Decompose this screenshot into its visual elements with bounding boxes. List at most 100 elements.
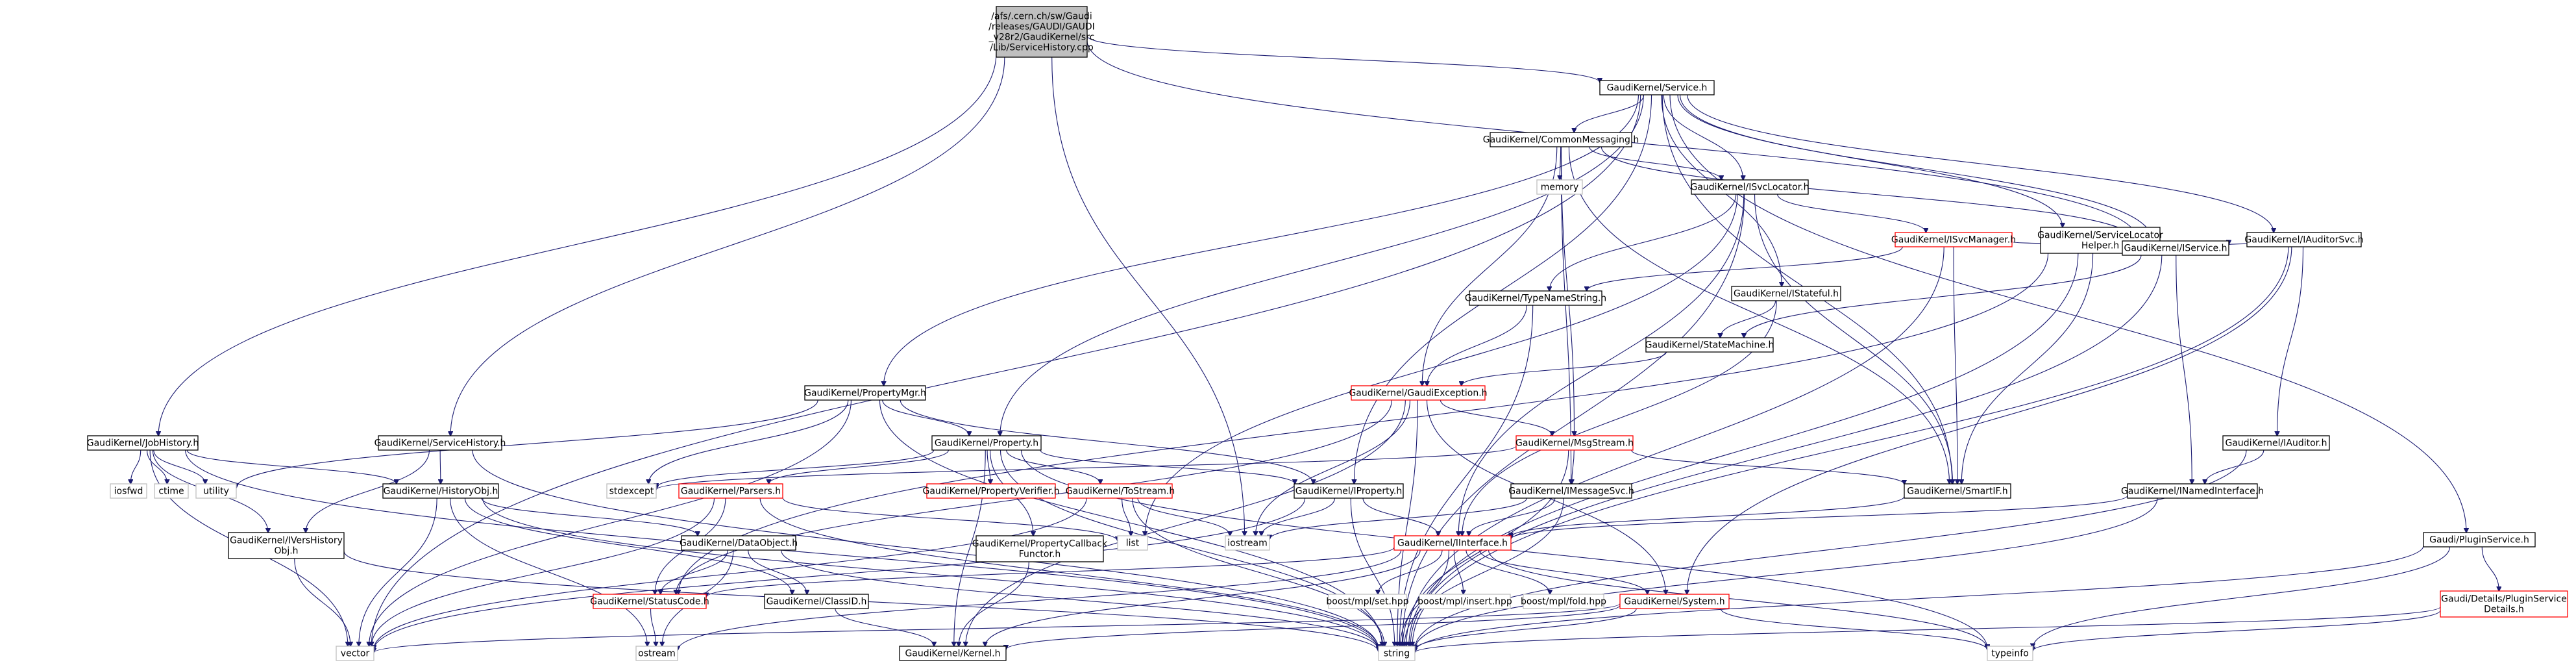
node-jobhistory-h[interactable]: GaudiKernel/JobHistory.h (87, 435, 199, 451)
node-pluginservice-h[interactable]: Gaudi/PluginService.h (2423, 532, 2536, 547)
edge-system_h-to-kernel_h (1006, 605, 1621, 649)
node-box (87, 435, 199, 451)
node-label: stdexcept (609, 486, 654, 496)
edge-historyobj_h-to-dataobject_h (481, 497, 698, 536)
edge-dataobject_h-to-statuscode_h (661, 549, 728, 594)
node-iauditorsvc-h[interactable]: GaudiKernel/IAuditorSvc.h (2244, 232, 2364, 247)
node-commonmessaging-h[interactable]: GaudiKernel/CommonMessaging.h (1483, 132, 1639, 147)
node-ctime: ctime (154, 483, 189, 499)
node-box (606, 483, 657, 499)
node-service-h[interactable]: GaudiKernel/Service.h (1599, 80, 1715, 95)
edge-parsers_h-to-list (782, 497, 1118, 541)
node-box (195, 483, 237, 499)
node-label: Obj.h (274, 546, 298, 556)
node-label: GaudiKernel/ISvcManager.h (1891, 234, 2016, 245)
node-propertymgr-h[interactable]: GaudiKernel/PropertyMgr.h (804, 385, 926, 401)
edge-gaudiexception_h-to-kernel_h (966, 399, 1406, 646)
node-isvclocator-h[interactable]: GaudiKernel/ISvcLocator.h (1690, 179, 1809, 195)
node-parsers-h[interactable]: GaudiKernel/Parsers.h (678, 483, 783, 499)
node-statemachine-h[interactable]: GaudiKernel/StateMachine.h (1645, 337, 1774, 353)
edge-iauditorsvc_h-to-iservice_h (2229, 244, 2248, 245)
edge-historyobj_h-to-vector (359, 497, 437, 646)
edge-iinterface_h-to-boost_fold (1466, 549, 1550, 594)
node-stdexcept: stdexcept (606, 483, 657, 499)
node-box (2440, 590, 2568, 618)
node-box (1393, 535, 1512, 551)
node-inamedinterface-h[interactable]: GaudiKernel/INamedInterface.h (2121, 483, 2264, 499)
node-label: string (1384, 648, 1410, 659)
edge-servicelocatorhelper_h-to-string (1409, 253, 2079, 646)
node-vector: vector (336, 646, 374, 661)
edge-service_h-to-servicelocatorhelper_h (1677, 94, 2063, 227)
edge-root-to-servicehistory_h (450, 57, 1005, 436)
edge-statuscode_h-to-ostream (650, 608, 656, 646)
node-system-h[interactable]: GaudiKernel/System.h (1619, 594, 1730, 609)
node-kernel-h[interactable]: GaudiKernel/Kernel.h (899, 646, 1007, 661)
node-box (1515, 435, 1634, 451)
node-historyobj-h[interactable]: GaudiKernel/HistoryObj.h (382, 483, 499, 499)
node-label: vector (341, 648, 370, 659)
node-dataobject-h[interactable]: GaudiKernel/DataObject.h (680, 535, 798, 551)
edge-isvclocator_h-to-smartif_h (1754, 194, 1953, 484)
node-box (382, 483, 499, 499)
node-propertyverifier-h[interactable]: GaudiKernel/PropertyVerifier.h (923, 483, 1060, 499)
node-box (1987, 646, 2033, 661)
node-iauditor-h[interactable]: GaudiKernel/IAuditor.h (2222, 435, 2330, 451)
node-label: ostream (638, 648, 676, 659)
node-imessagesvc-h[interactable]: GaudiKernel/IMessageSvc.h (1508, 483, 1634, 499)
edge-pluginservice_h-to-typeinfo (2033, 546, 2451, 648)
node-box (931, 435, 1042, 451)
node-iproperty-h[interactable]: GaudiKernel/IProperty.h (1294, 483, 1404, 499)
node-boost-fold: boost/mpl/fold.hpp (1521, 594, 1606, 609)
node-label: list (1126, 538, 1140, 548)
node-msgstream-h[interactable]: GaudiKernel/MsgStream.h (1515, 435, 1634, 451)
node-label: boost/mpl/insert.hpp (1417, 596, 1512, 607)
node-box (975, 535, 1104, 562)
edge-parsers_h-to-vector (371, 497, 715, 646)
node-iinterface-h[interactable]: GaudiKernel/IInterface.h (1393, 535, 1512, 551)
edge-system_h-to-string (1415, 608, 1637, 650)
edge-propertymgr_h-to-property_h (882, 399, 970, 436)
node-classid-h[interactable]: GaudiKernel/ClassID.h (764, 594, 869, 609)
edge-typenamestring_h-to-string (1399, 305, 1534, 646)
edge-pluginservicedetails_h-to-string (1415, 606, 2441, 652)
node-label: GaudiKernel/Kernel.h (905, 648, 1000, 659)
node-typenamestring-h[interactable]: GaudiKernel/TypeNameString.h (1465, 290, 1606, 306)
node-label: GaudiKernel/PropertyCallback (972, 538, 1108, 549)
node-gaudiexception-h[interactable]: GaudiKernel/GaudiException.h (1349, 385, 1488, 401)
node-box (804, 385, 926, 401)
edge-service_h-to-iproperty_h (1354, 94, 1652, 484)
edge-propertycallback_h-to-kernel_h (959, 561, 1029, 646)
node-box (1510, 483, 1632, 499)
edge-gaudiexception_h-to-iostream (1256, 399, 1411, 536)
edge-statemachine_h-to-gaudiexception_h (1462, 351, 1667, 386)
node-label: GaudiKernel/IInterface.h (1397, 538, 1508, 548)
node-tostream-h[interactable]: GaudiKernel/ToStream.h (1066, 483, 1175, 499)
node-box (1536, 179, 1583, 195)
node-label: GaudiKernel/DataObject.h (680, 538, 798, 548)
node-servicehistory-h[interactable]: GaudiKernel/ServiceHistory.h (374, 435, 506, 451)
edge-istateful_h-to-iinterface_h (1462, 300, 1777, 536)
edge-dataobject_h-to-classid_h (748, 549, 807, 594)
node-label: /Lib/ServiceHistory.cpp (990, 42, 1094, 53)
node-label: utility (203, 486, 229, 496)
node-iservice-h[interactable]: GaudiKernel/IService.h (2122, 240, 2229, 256)
node-smartif-h[interactable]: GaudiKernel/SmartIF.h (1904, 483, 2011, 499)
node-istateful-h[interactable]: GaudiKernel/IStateful.h (1731, 286, 1841, 301)
node-box (1895, 232, 2013, 247)
edge-iproperty_h-to-iostream (1261, 497, 1336, 536)
edge-typenamestring_h-to-gaudiexception_h (1427, 305, 1527, 386)
node-property-h[interactable]: GaudiKernel/Property.h (931, 435, 1042, 451)
node-label: ctime (158, 486, 184, 496)
node-box (678, 483, 783, 499)
node-label: GaudiKernel/TypeNameString.h (1465, 293, 1606, 303)
node-statuscode-h[interactable]: GaudiKernel/StatusCode.h (590, 594, 709, 609)
node-box (764, 594, 869, 609)
node-isvcmanager-h[interactable]: GaudiKernel/ISvcManager.h (1891, 232, 2016, 247)
edge-msgstream_h-to-stdexcept (656, 446, 1517, 490)
node-boost-insert: boost/mpl/insert.hpp (1417, 594, 1512, 609)
